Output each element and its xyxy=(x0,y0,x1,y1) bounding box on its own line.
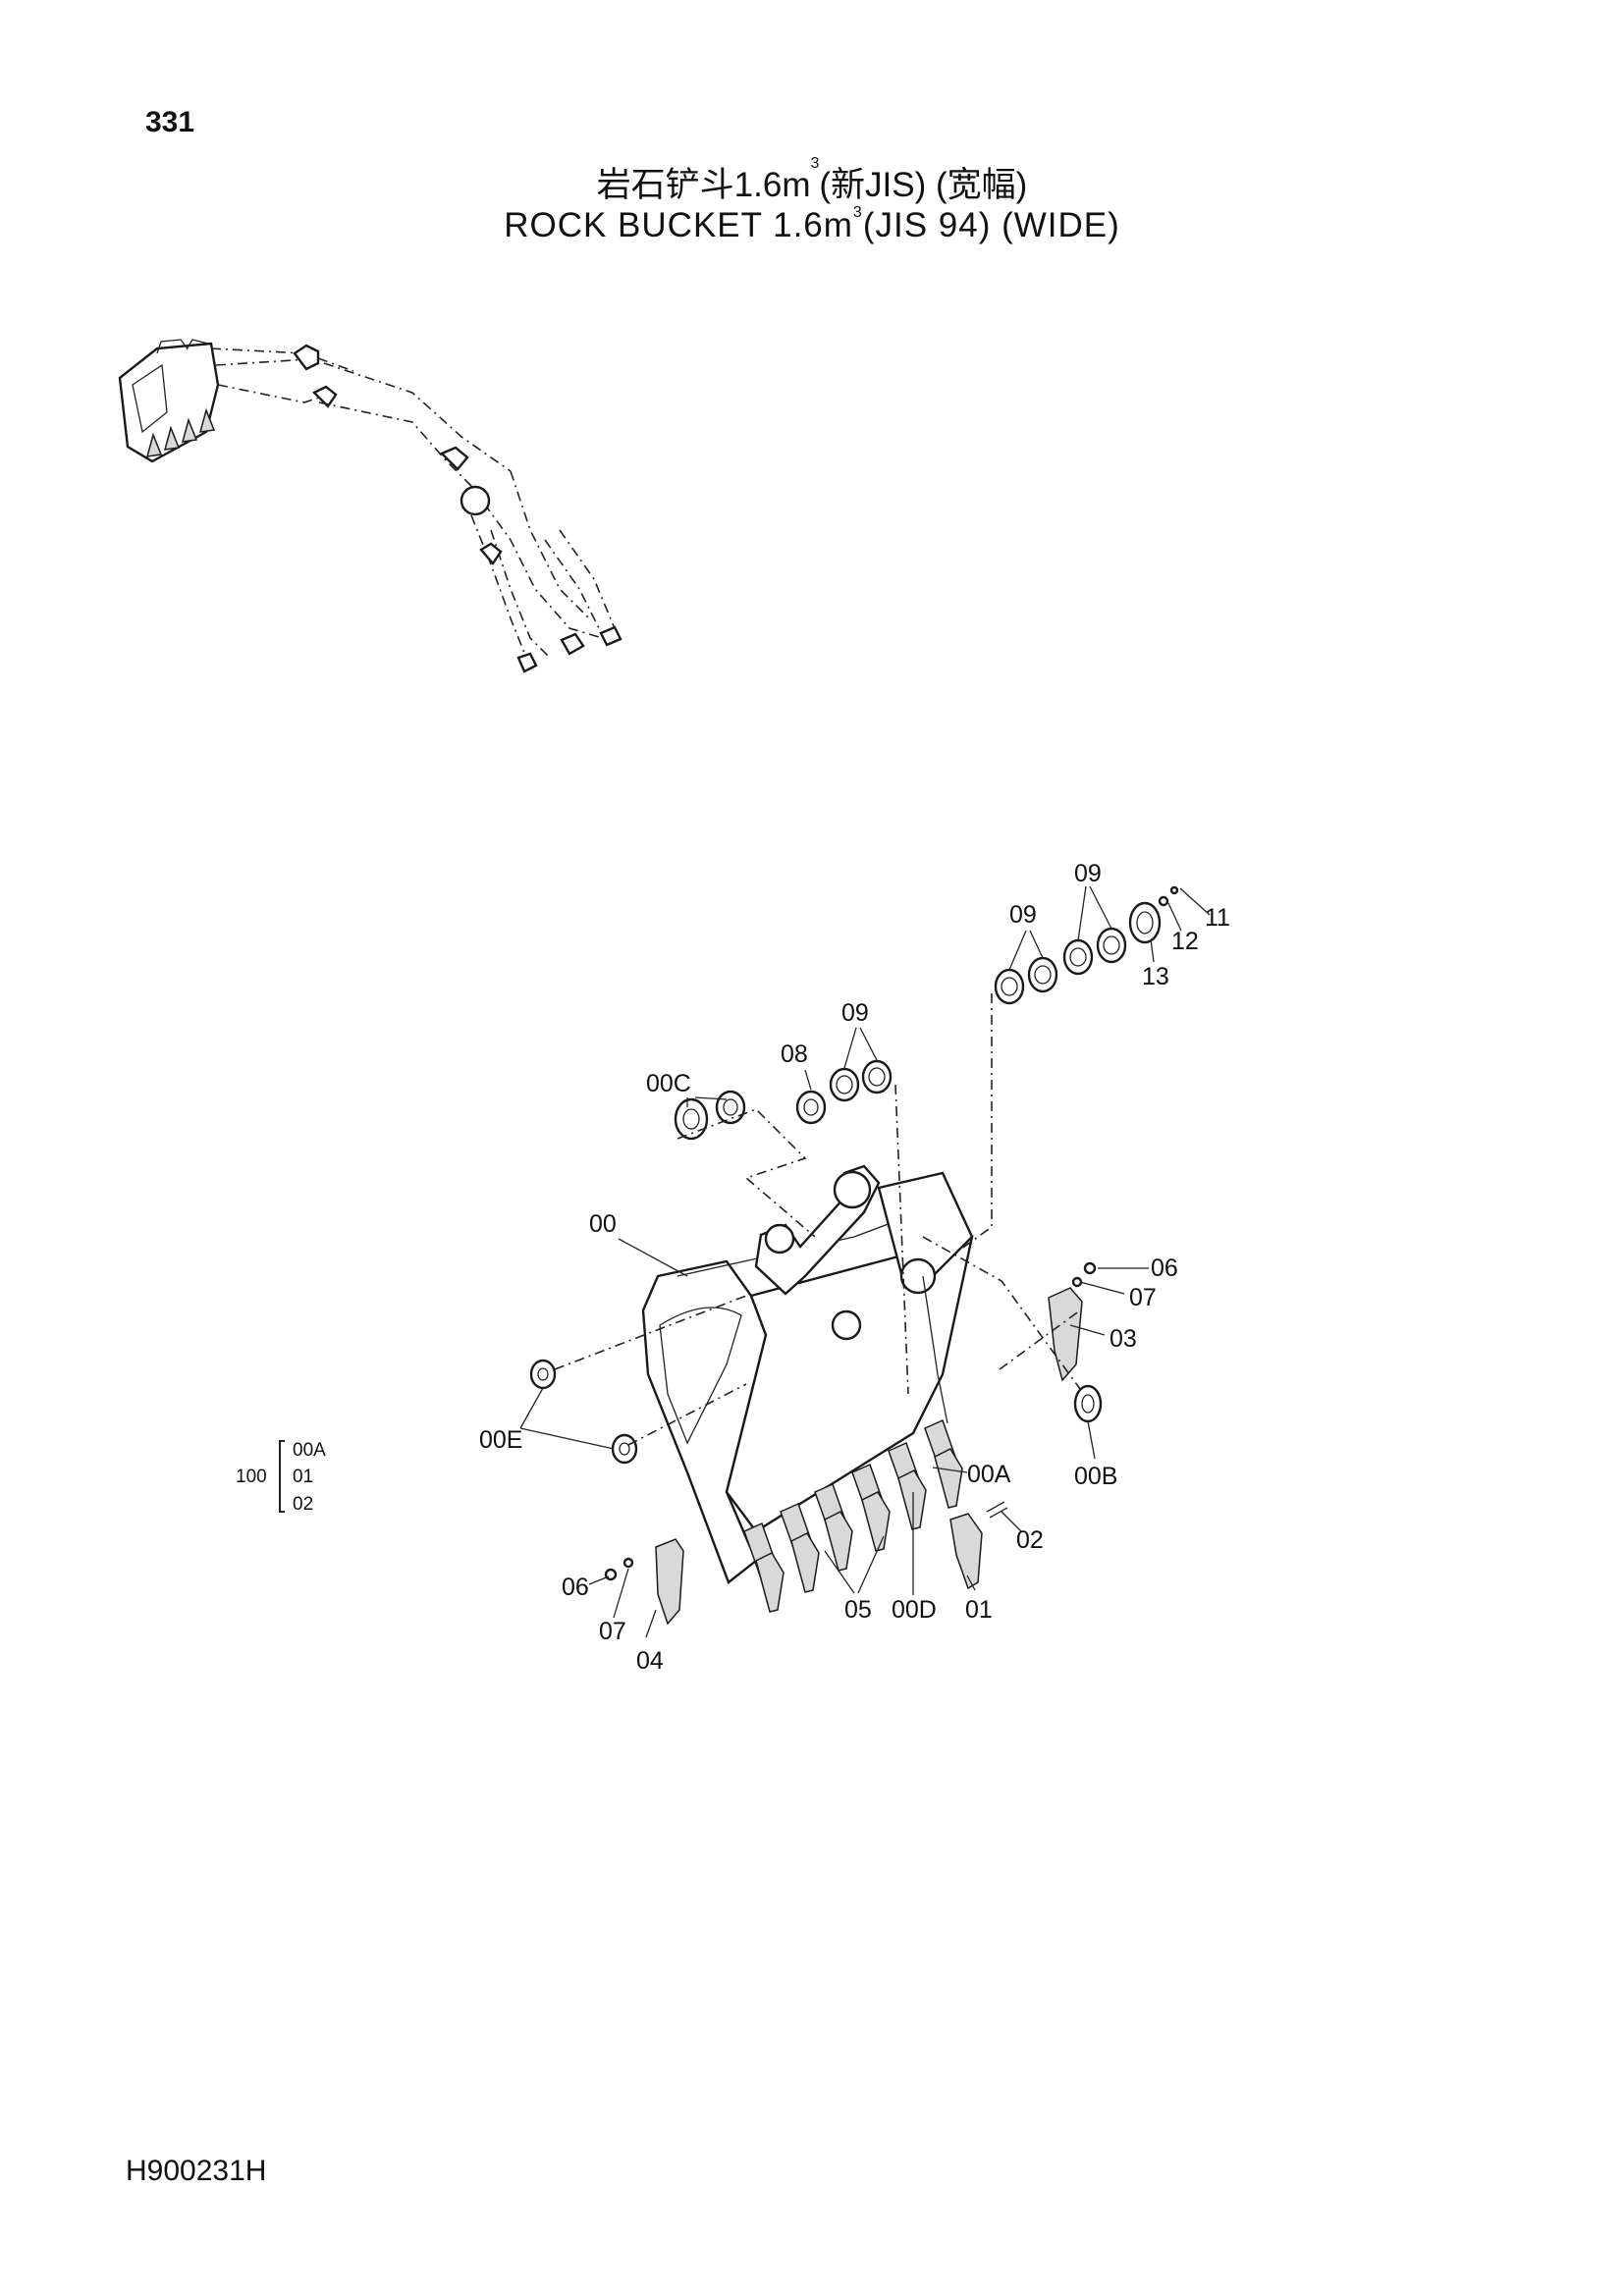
document-code: H900231H xyxy=(126,2155,267,2187)
title-chinese: 岩石铲斗1.6m3(新JIS) (宽幅) xyxy=(0,155,1624,207)
callout-11: 11 xyxy=(1205,904,1230,932)
callout-04: 04 xyxy=(636,1647,664,1675)
callout-09-upper: 09 xyxy=(1074,860,1102,887)
title-en-superscript: 3 xyxy=(852,204,863,221)
callout-02: 02 xyxy=(1016,1526,1044,1554)
assembly-group-item-02: 02 xyxy=(293,1494,313,1515)
title-en-main: ROCK BUCKET 1.6m xyxy=(504,206,853,244)
callout-03: 03 xyxy=(1110,1325,1137,1353)
assembly-group-number: 100 xyxy=(236,1467,267,1487)
callout-12: 12 xyxy=(1171,928,1199,955)
callout-00D: 00D xyxy=(892,1596,937,1624)
callout-05: 05 xyxy=(844,1596,872,1624)
title-cn-superscript: 3 xyxy=(810,155,820,172)
assembly-group-item-00A: 00A xyxy=(293,1440,326,1461)
callout-09-middle: 09 xyxy=(1009,901,1037,929)
callout-08: 08 xyxy=(781,1041,808,1068)
page-number: 331 xyxy=(145,106,195,138)
callout-00C: 00C xyxy=(646,1070,691,1097)
callout-06-right: 06 xyxy=(1151,1255,1178,1282)
callout-00: 00 xyxy=(589,1210,617,1238)
title-en-rest: (JIS 94) (WIDE) xyxy=(862,206,1120,244)
callout-07-right: 07 xyxy=(1129,1284,1157,1311)
callout-07-left: 07 xyxy=(599,1618,626,1645)
callout-13: 13 xyxy=(1142,963,1169,990)
assembly-group-item-01: 01 xyxy=(293,1467,313,1487)
callout-09-lower: 09 xyxy=(841,999,869,1027)
callout-00B: 00B xyxy=(1074,1463,1117,1490)
callout-00A: 00A xyxy=(967,1461,1011,1488)
callout-00E: 00E xyxy=(479,1426,522,1454)
callout-01: 01 xyxy=(965,1596,993,1624)
title-english: ROCK BUCKET 1.6m3(JIS 94) (WIDE) xyxy=(0,204,1624,245)
title-cn-main: 岩石铲斗1.6m xyxy=(596,166,811,204)
attachment-overview-drawing xyxy=(118,339,623,673)
callout-06-left: 06 xyxy=(562,1574,589,1601)
bucket-drawing xyxy=(529,885,1179,1626)
leader-lines xyxy=(279,885,1211,1638)
title-cn-rest: (新JIS) (宽幅) xyxy=(819,166,1028,204)
